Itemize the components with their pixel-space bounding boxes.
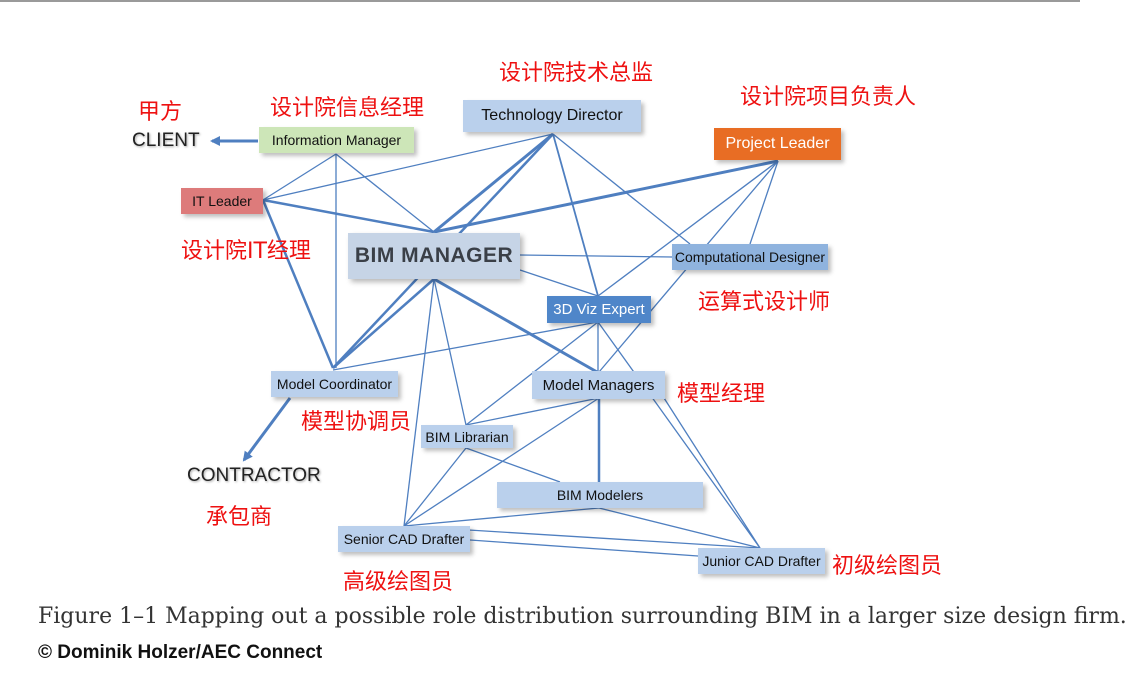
line-modelmanagers-librarian (465, 397, 600, 426)
connection-lines (210, 132, 779, 557)
label-contractor: CONTRACTOR (187, 465, 321, 486)
annotation-senior-cad-drafter: 高级绘图员 (343, 570, 454, 595)
node-junior-cad-drafter: Junior CAD Drafter (698, 548, 825, 574)
line-technology-comp (552, 133, 691, 245)
node-technology-director: Technology Director (463, 100, 641, 132)
line-viz-modelcoord (332, 321, 599, 371)
top-border (0, 0, 1080, 2)
line-bim-modelcoord (332, 278, 435, 369)
node-it-leader: IT Leader (181, 188, 263, 214)
line-senior-junior (469, 539, 699, 557)
annotation-client: 甲方 (138, 100, 183, 125)
node-bim-manager: BIM MANAGER (348, 233, 520, 279)
node-bim-modelers: BIM Modelers (497, 482, 703, 508)
annotation-model-managers: 模型经理 (677, 382, 766, 407)
node-model-managers: Model Managers (532, 371, 665, 399)
node-model-coordinator: Model Coordinator (271, 371, 398, 397)
annotation-computational-designer: 运算式设计师 (698, 290, 831, 315)
annotation-information-manager: 设计院信息经理 (270, 96, 425, 121)
node-bim-librarian: BIM Librarian (421, 425, 513, 448)
line-project-viz (597, 160, 779, 297)
node-information-manager: Information Manager (259, 127, 414, 153)
annotation-junior-cad-drafter: 初级绘图员 (832, 554, 943, 579)
line-project-comp (749, 160, 779, 245)
line-bim-viz (519, 269, 599, 297)
line-bim-comp (519, 254, 673, 258)
node-senior-cad-drafter: Senior CAD Drafter (338, 526, 470, 552)
figure-caption: Figure 1–1 Mapping out a possible role d… (38, 604, 1127, 629)
node-project-leader: Project Leader (714, 128, 841, 160)
line-librarian-modelers (465, 447, 561, 483)
line-it-technology (262, 133, 554, 201)
line-bim-modelmanagers (433, 277, 598, 374)
node-computational-designer: Computational Designer (672, 244, 828, 270)
label-client: CLIENT (132, 130, 200, 151)
line-bim-senior (403, 278, 435, 527)
line-it-infomanager (262, 153, 337, 201)
annotation-it-leader: 设计院IT经理 (181, 239, 311, 264)
line-modelmanagers-junior (663, 397, 761, 549)
line-bim-project (433, 159, 779, 234)
line-librarian-senior (403, 447, 467, 527)
line-viz-junior (597, 321, 761, 549)
line-senior-modelers (403, 507, 600, 527)
line-bim-technology (433, 132, 554, 234)
contractor-arrow (242, 397, 292, 462)
line-modelmanagers-senior (403, 397, 600, 527)
annotation-contractor: 承包商 (206, 505, 273, 530)
line-modelers-junior (598, 507, 761, 549)
line-infomanager-bim (335, 153, 435, 233)
line-bim-librarian (433, 278, 467, 426)
node-3d-viz-expert: 3D Viz Expert (547, 296, 651, 323)
copyright-notice: © Dominik Holzer/AEC Connect (38, 642, 323, 663)
line-technology-viz (552, 133, 599, 297)
line-it-modelcoord (261, 199, 335, 369)
annotation-model-coordinator: 模型协调员 (301, 410, 412, 435)
annotation-project-leader: 设计院项目负责人 (740, 85, 917, 110)
annotation-technology-director: 设计院技术总监 (499, 61, 654, 86)
line-bim-it (262, 198, 435, 234)
